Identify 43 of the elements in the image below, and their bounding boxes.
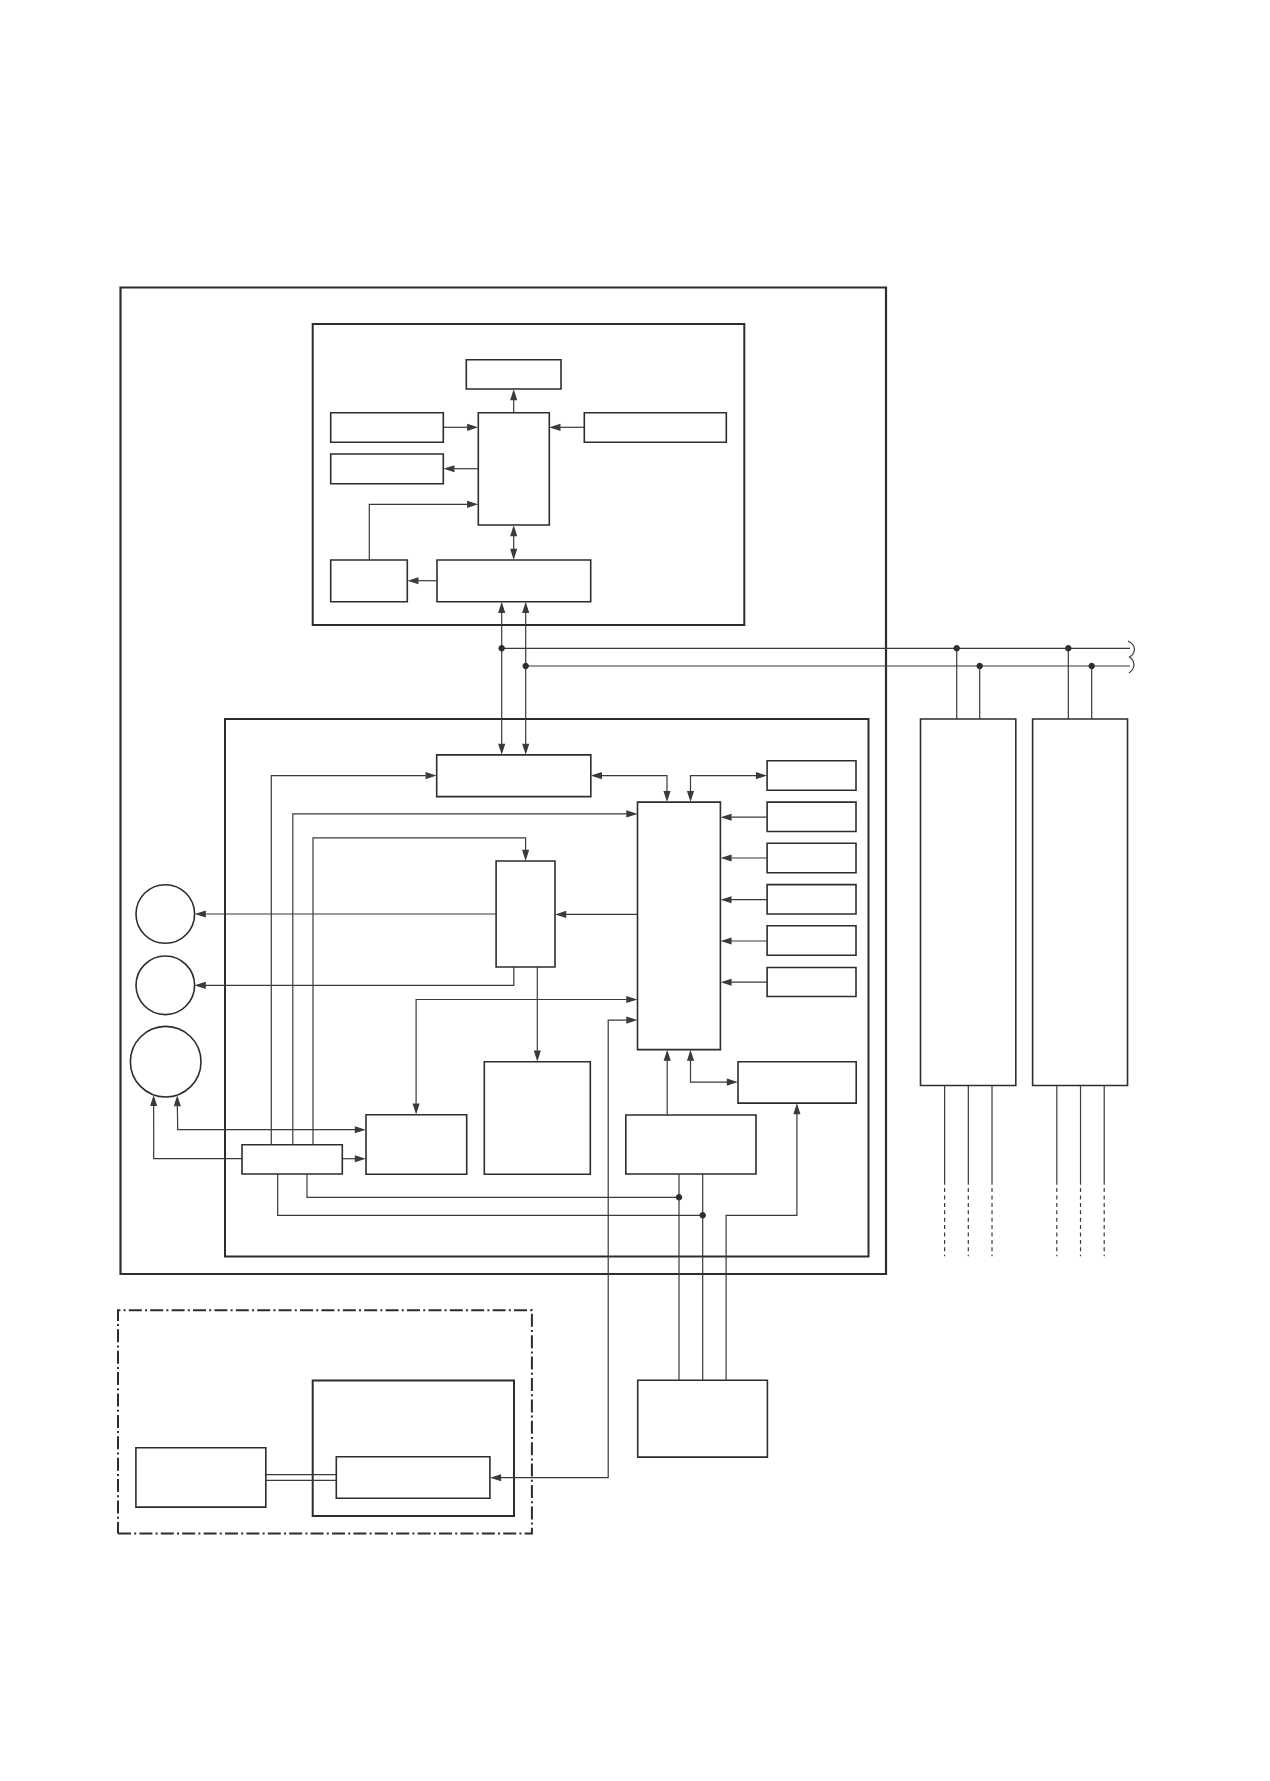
block: [766, 760, 857, 792]
block: [919, 718, 1017, 1087]
circle: [135, 955, 196, 1016]
block: [329, 453, 445, 485]
group-frame: [311, 1379, 515, 1517]
outer-frame: [119, 286, 888, 1276]
block: [625, 1114, 757, 1175]
connector-line: [265, 1479, 337, 1481]
block: [766, 842, 857, 874]
connector-line: [967, 1084, 969, 1257]
block: [329, 411, 445, 444]
block: [766, 801, 857, 833]
group-frame: [224, 718, 870, 1258]
block: [329, 559, 409, 603]
connector-line: [1056, 1084, 1058, 1257]
block: [636, 1379, 769, 1458]
block: [465, 358, 562, 390]
connector-line: [265, 1474, 337, 1476]
block: [495, 860, 556, 968]
arrow: [312, 837, 530, 1146]
block: [241, 1143, 344, 1175]
block: [365, 1113, 468, 1176]
block: [477, 411, 551, 526]
group-frame: [311, 323, 746, 626]
block: [435, 754, 592, 798]
block: [737, 1061, 857, 1104]
dash-dot-frame: [117, 1309, 533, 1535]
block: [636, 801, 722, 1051]
connector-line: [1103, 1084, 1105, 1257]
block: [766, 966, 857, 998]
block: [1031, 718, 1129, 1087]
connector-line: [991, 1084, 993, 1257]
block: [483, 1060, 592, 1176]
block: [766, 925, 857, 957]
connector-line: [1079, 1084, 1082, 1257]
block: [766, 883, 857, 915]
block: [436, 559, 592, 603]
block: [583, 411, 728, 444]
circle: [129, 1025, 202, 1098]
block: [135, 1447, 267, 1508]
circle: [135, 883, 196, 945]
block: [335, 1455, 491, 1499]
connector-line: [944, 1084, 946, 1257]
